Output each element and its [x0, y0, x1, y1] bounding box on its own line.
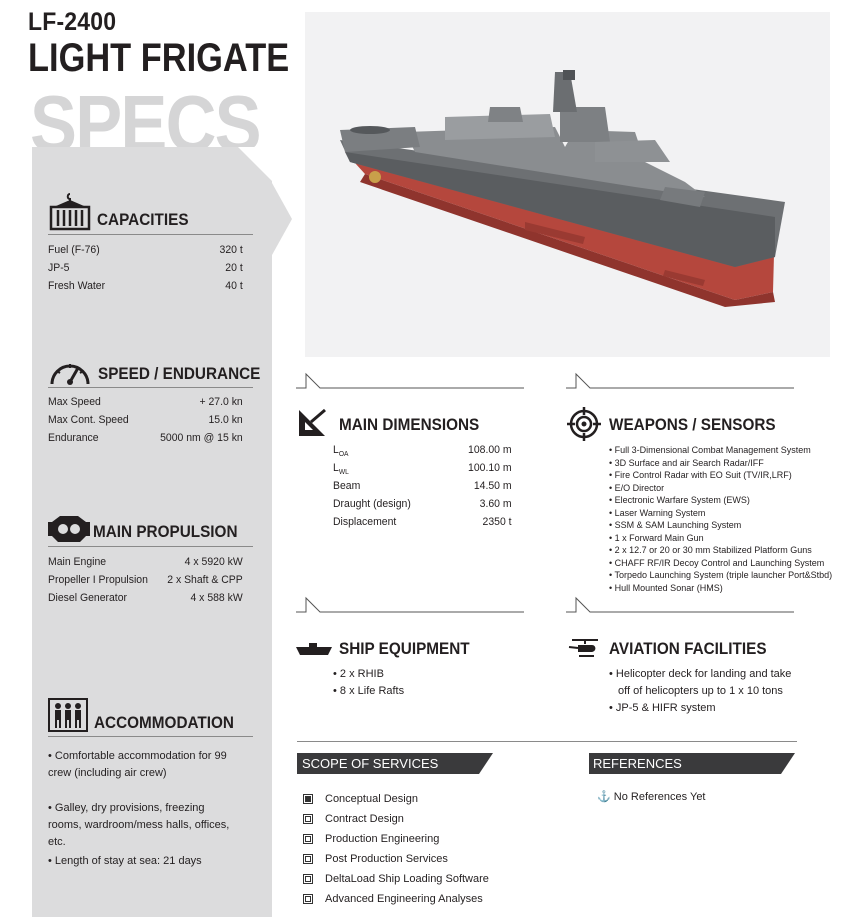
section-divider: [566, 372, 794, 389]
speed-row: Max Speed+ 27.0 kn: [48, 396, 243, 408]
sidebar-corner: [238, 147, 274, 183]
aviation-item: • Helicopter deck for landing and take o…: [609, 668, 792, 697]
weapon-item: • Electronic Warfare System (EWS): [609, 495, 750, 505]
ruler-triangle-icon: [299, 408, 326, 436]
services-list: Conceptual Design Contract Design Produc…: [303, 789, 563, 909]
accommodation-item: • Length of stay at sea: 21 days: [48, 855, 202, 867]
service-item: Advanced Engineering Analyses: [303, 889, 563, 909]
service-item: DeltaLoad Ship Loading Software: [303, 869, 563, 889]
weapon-item: • 3D Surface and air Search Radar/IFF: [609, 457, 764, 468]
aviation-item: • JP-5 & HIFR system: [609, 702, 716, 714]
services-top-rule: [297, 741, 797, 742]
anchor-icon: ⚓: [597, 791, 611, 803]
services-title: SCOPE OF SERVICES: [302, 756, 439, 771]
unchecked-box-icon: [303, 814, 313, 824]
accommodation-item: • Galley, dry provisions, freezing rooms…: [48, 802, 230, 848]
service-item: Production Engineering: [303, 829, 563, 849]
propulsion-title: MAIN PROPULSION: [93, 522, 238, 541]
weapon-item: • Laser Warning System: [609, 507, 706, 518]
speedometer-icon: [50, 364, 90, 385]
accommodation-title: ACCOMMODATION: [94, 713, 234, 732]
unchecked-box-icon: [303, 874, 313, 884]
weapon-item: • Full 3-Dimensional Combat Management S…: [609, 445, 811, 455]
speed-divider: [48, 387, 253, 388]
unchecked-box-icon: [303, 894, 313, 904]
equipment-item: • 2 x RHIB: [333, 668, 384, 680]
crew-icon: [48, 698, 88, 732]
boat-icon: [296, 643, 332, 655]
unchecked-box-icon: [303, 834, 313, 844]
section-divider: [566, 596, 794, 613]
dimensions-title: MAIN DIMENSIONS: [339, 415, 480, 434]
weapons-title: WEAPONS / SENSORS: [609, 415, 776, 434]
service-item: Conceptual Design: [303, 789, 563, 809]
frigate-illustration: [340, 70, 785, 307]
sidebar-pointer: [272, 183, 292, 255]
unchecked-box-icon: [303, 854, 313, 864]
ship-image: [305, 12, 830, 357]
aviation-list: • Helicopter deck for landing and take o…: [609, 666, 794, 717]
section-divider: [296, 372, 524, 389]
weapon-item: • 2 x 12.7 or 20 or 30 mm Stabilized Pla…: [609, 545, 812, 555]
equipment-title: SHIP EQUIPMENT: [339, 639, 470, 658]
services-header: SCOPE OF SERVICES: [297, 753, 497, 774]
page-title: LIGHT FRIGATE: [28, 36, 290, 80]
capacities-divider: [48, 234, 253, 235]
references-header: REFERENCES: [589, 753, 799, 774]
weapon-item: • SSM & SAM Launching System: [609, 520, 742, 530]
services-header-bg: [297, 753, 493, 774]
references-text: ⚓ No References Yet: [597, 791, 706, 803]
weapons-list: • Full 3-Dimensional Combat Management S…: [609, 444, 834, 594]
checked-box-icon: [303, 794, 313, 804]
references-title: REFERENCES: [593, 756, 682, 771]
capacity-row: Fuel (F-76)320 t: [48, 244, 243, 256]
section-divider: [296, 596, 524, 613]
weapon-item: • E/O Director: [609, 482, 665, 493]
accommodation-item: • Comfortable accommodation for 99 crew …: [48, 750, 227, 779]
propulsion-divider: [48, 546, 253, 547]
weapon-item: • CHAFF RF/IR Decoy Control and Launchin…: [609, 557, 825, 568]
crosshair-icon: [567, 407, 601, 441]
speed-title: SPEED / ENDURANCE: [98, 364, 261, 383]
weapon-item: • Hull Mounted Sonar (HMS): [609, 582, 723, 593]
service-item: Contract Design: [303, 809, 563, 829]
service-item: Post Production Services: [303, 849, 563, 869]
references-header-bg: [589, 753, 795, 774]
dimension-row: Draught (design)3.60 m: [333, 498, 512, 510]
engine-icon: [48, 516, 90, 542]
weapon-item: • Fire Control Radar with EO Suit (TV/IR…: [609, 470, 792, 480]
weapon-item: • 1 x Forward Main Gun: [609, 532, 704, 543]
equipment-list: • 2 x RHIB • 8 x Life Rafts: [333, 666, 513, 700]
weapon-item: • Torpedo Launching System (triple launc…: [609, 570, 833, 580]
capacities-title: CAPACITIES: [97, 210, 189, 229]
equipment-item: • 8 x Life Rafts: [333, 685, 405, 697]
helicopter-icon: [568, 639, 598, 657]
aviation-title: AVIATION FACILITIES: [609, 639, 767, 658]
product-code: LF-2400: [28, 8, 117, 36]
accommodation-divider: [48, 736, 253, 737]
container-icon: [49, 193, 91, 231]
